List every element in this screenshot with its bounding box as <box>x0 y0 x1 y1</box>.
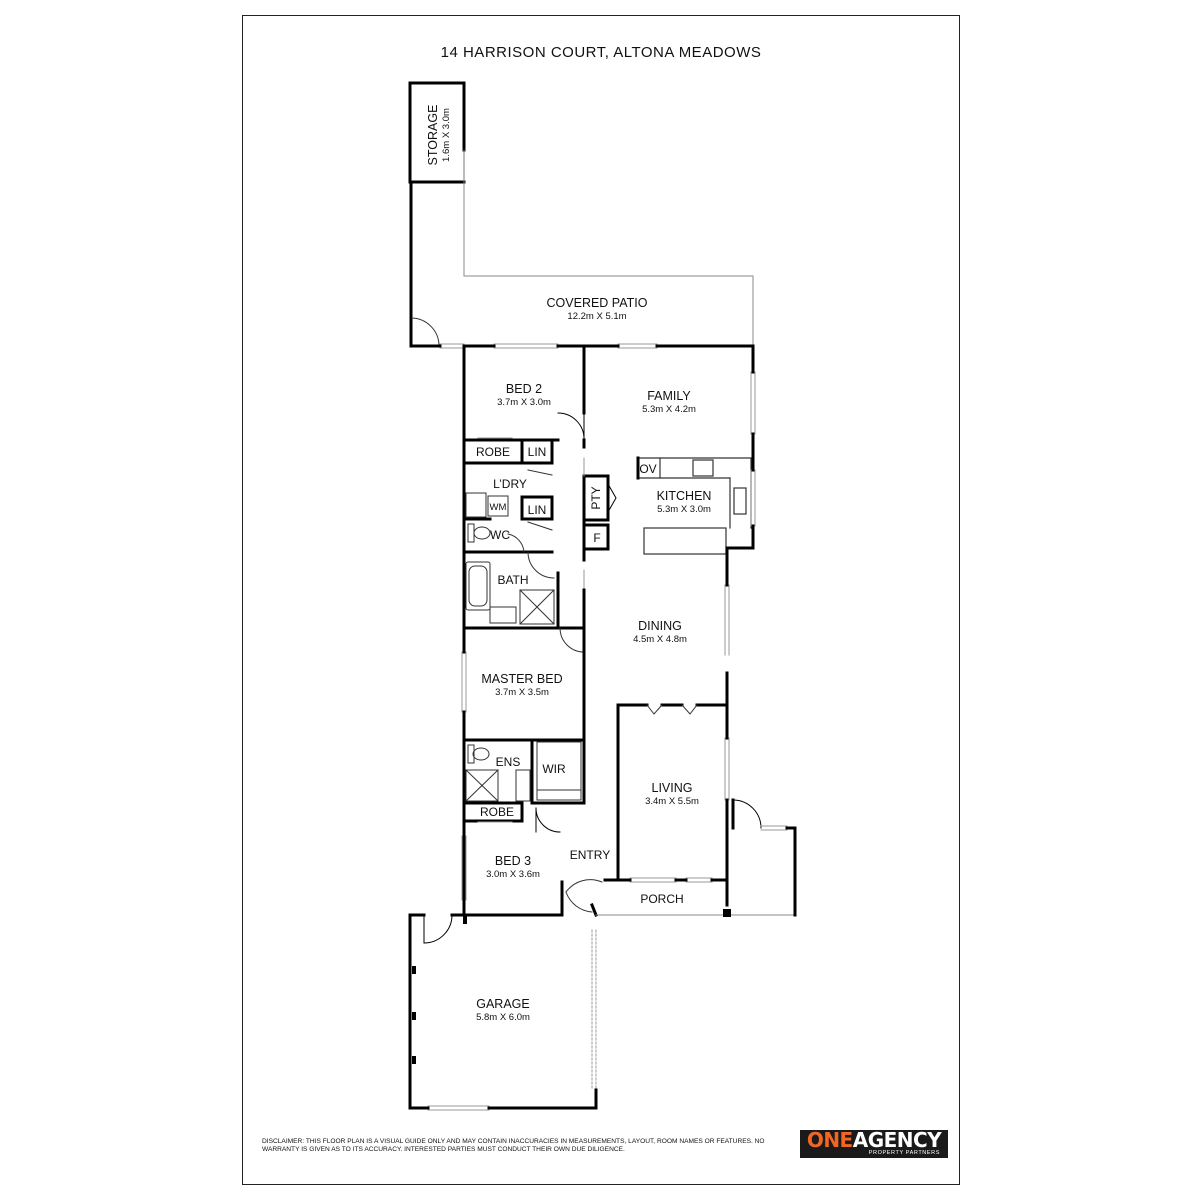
covered-patio-label: COVERED PATIO <box>547 296 648 310</box>
logo-agency: AGENCY <box>852 1128 942 1152</box>
entry-label: ENTRY <box>570 848 610 862</box>
garage-dim: 5.8m X 6.0m <box>476 1012 530 1023</box>
lin-upper-label: LIN <box>528 445 547 459</box>
wc-label: WC <box>490 528 510 542</box>
logo-subtitle: PROPERTY PARTNERS <box>868 1150 940 1156</box>
garage-label: GARAGE <box>476 997 530 1011</box>
master-bed-dim: 3.7m X 3.5m <box>495 687 549 698</box>
robe-lower-label: ROBE <box>480 805 514 819</box>
laundry-label: L’DRY <box>493 477 527 491</box>
covered-patio-dim: 12.2m X 5.1m <box>567 311 626 322</box>
porch-label: PORCH <box>640 892 683 906</box>
lin-lower-label: LIN <box>528 503 547 517</box>
bed3-label: BED 3 <box>495 854 531 868</box>
logo-wordmark: ONEAGENCY <box>806 1128 942 1152</box>
master-bed-label: MASTER BED <box>481 672 562 686</box>
storage-dim: 1.6m X 3.0m <box>441 108 452 162</box>
agency-logo: ONEAGENCY PROPERTY PARTNERS <box>800 1130 948 1158</box>
logo-one: ONE <box>806 1128 853 1152</box>
fridge-label: F <box>593 531 600 545</box>
bed3-dim: 3.0m X 3.6m <box>486 869 540 880</box>
ens-label: ENS <box>496 755 521 769</box>
plan-border <box>242 15 960 1185</box>
dining-label: DINING <box>638 619 682 633</box>
wir-label: WIR <box>542 762 566 776</box>
dining-dim: 4.5m X 4.8m <box>633 634 687 645</box>
bed2-dim: 3.7m X 3.0m <box>497 397 551 408</box>
robe-upper-label: ROBE <box>476 445 510 459</box>
covered-patio-outline <box>463 181 754 347</box>
ov-label: OV <box>639 462 656 476</box>
bath-label: BATH <box>497 573 528 587</box>
kitchen-dim: 5.3m X 3.0m <box>657 504 711 515</box>
kitchen-label: KITCHEN <box>657 489 712 503</box>
living-dim: 3.4m X 5.5m <box>645 796 699 807</box>
pty-label: PTY <box>589 486 603 509</box>
living-label: LIVING <box>652 781 693 795</box>
storage-walls <box>408 81 466 184</box>
bed2-label: BED 2 <box>506 382 542 396</box>
wm-label: WM <box>490 502 507 513</box>
address-title: 14 HARRISON COURT, ALTONA MEADOWS <box>440 44 762 61</box>
disclaimer-text: DISCLAIMER: THIS FLOOR PLAN IS A VISUAL … <box>262 1138 765 1153</box>
family-label: FAMILY <box>647 389 691 403</box>
storage-label: STORAGE <box>426 105 440 166</box>
family-dim: 5.3m X 4.2m <box>642 404 696 415</box>
